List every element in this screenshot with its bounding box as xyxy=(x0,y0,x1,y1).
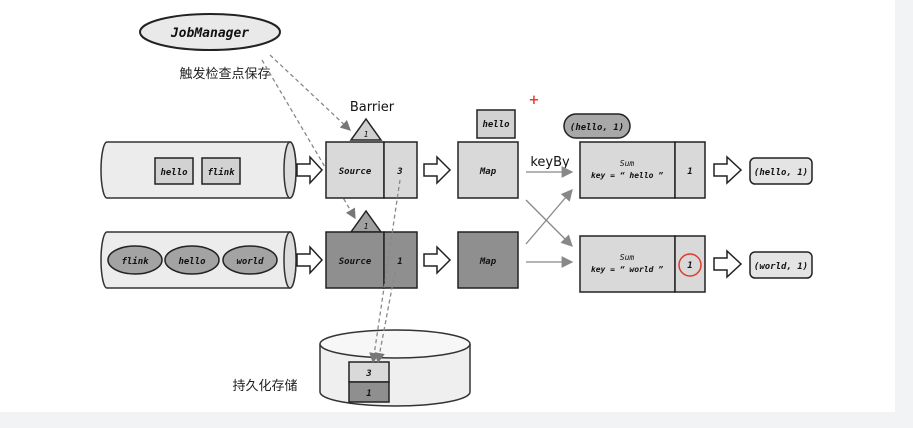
record-oval xyxy=(222,245,278,275)
storage-value: 3 xyxy=(365,369,371,379)
sum-title: Sum xyxy=(620,159,635,168)
barrier-triangle-bottom: 1 xyxy=(349,209,383,233)
source-offset: 1 xyxy=(397,257,402,267)
sum-operator-2: Sum key = “ world ” 1 xyxy=(579,235,706,293)
input-stream-2: flink hello world xyxy=(100,231,297,289)
keyby-arrows xyxy=(525,166,574,268)
record-label: flink xyxy=(207,167,235,178)
sum-key: key = “ hello ” xyxy=(591,171,663,180)
record-oval xyxy=(107,245,163,275)
map-label: Map xyxy=(479,167,497,177)
record-label: world xyxy=(236,257,264,267)
persist-storage-label: 持久化存储 xyxy=(232,379,297,394)
flow-arrow xyxy=(423,155,452,275)
output-record-2: (world, 1) xyxy=(749,251,813,279)
map-operator-2: Map xyxy=(457,231,519,289)
record-label: hello xyxy=(482,120,510,130)
plus-mark: + xyxy=(529,93,540,108)
persistent-storage: 3 1 xyxy=(319,329,471,407)
keyby-label: keyBy xyxy=(530,155,570,170)
barrier-triangle-top: 1 xyxy=(349,117,383,141)
job-manager: JobManager xyxy=(139,13,281,51)
record-label: flink xyxy=(121,256,149,267)
source-label: Source xyxy=(339,167,372,177)
record-label: hello xyxy=(160,168,188,178)
output-label: (hello, 1) xyxy=(754,168,808,178)
sum-operator-1: Sum key = “ hello ” 1 xyxy=(579,141,706,199)
sum-title: Sum xyxy=(620,253,635,262)
flow-arrow xyxy=(713,155,743,279)
record-oval xyxy=(164,245,220,275)
record-label: hello xyxy=(178,257,206,267)
map-operator-1: Map xyxy=(457,141,519,199)
record-label: (hello, 1) xyxy=(570,123,624,133)
trigger-checkpoint-label: 触发检查点保存 xyxy=(179,66,270,82)
flow-arrow xyxy=(296,155,324,275)
diagram-canvas: JobManager 触发检查点保存 Barrier 1 1 hello fli… xyxy=(100,13,813,407)
storage-value: 1 xyxy=(366,389,371,399)
job-manager-label: JobManager xyxy=(170,26,249,41)
floating-record: (hello, 1) xyxy=(563,113,631,139)
map-record: hello xyxy=(476,109,516,139)
source-label: Source xyxy=(339,257,372,267)
output-record-1: (hello, 1) xyxy=(749,157,813,185)
barrier-id: 1 xyxy=(364,130,369,139)
bottom-band xyxy=(0,412,913,428)
source-offset: 3 xyxy=(396,167,402,177)
checkpoint-trigger-arrows xyxy=(261,54,356,220)
barrier-label: Barrier xyxy=(350,100,395,115)
record-box xyxy=(201,157,241,185)
sum-key: key = “ world ” xyxy=(591,265,663,274)
input-stream-1: hello flink xyxy=(100,141,297,199)
snapshot-arrows xyxy=(369,179,401,364)
barrier-id: 1 xyxy=(364,222,369,231)
checkpoint-diagram: JobManager 触发检查点保存 Barrier 1 1 hello fli… xyxy=(100,13,813,407)
highlight-circle xyxy=(678,253,702,277)
sum-value: 1 xyxy=(687,167,692,177)
map-label: Map xyxy=(479,257,497,267)
storage-cell xyxy=(348,381,390,403)
output-label: (world, 1) xyxy=(754,262,808,272)
right-band xyxy=(895,0,913,428)
sum-value: 1 xyxy=(687,261,692,271)
source-operator-2: Source 1 xyxy=(325,231,418,289)
record-box xyxy=(154,157,194,185)
source-operator-1: Source 3 xyxy=(325,141,418,199)
